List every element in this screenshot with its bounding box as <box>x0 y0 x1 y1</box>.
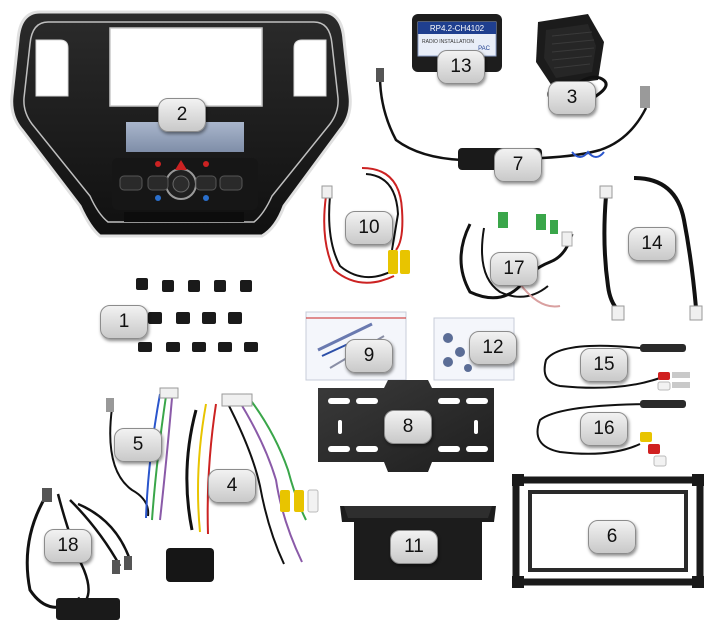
callout-2: 2 <box>158 98 206 132</box>
callout-4: 4 <box>208 469 256 503</box>
dash-bezel <box>10 10 352 238</box>
extension-harness <box>599 176 703 321</box>
callout-8: 8 <box>384 410 432 444</box>
callout-10: 10 <box>345 211 393 245</box>
callout-15: 15 <box>580 348 628 382</box>
steering-harness <box>106 387 179 521</box>
hardware-bag <box>433 317 515 381</box>
radio-harness <box>166 393 319 582</box>
callout-13: 13 <box>437 50 485 84</box>
mounting-clips <box>136 278 258 352</box>
radio-bracket <box>512 474 704 588</box>
rca-cable <box>536 400 686 467</box>
antenna-harness <box>459 212 574 308</box>
aux-cable <box>543 344 690 391</box>
callout-1: 1 <box>100 305 148 339</box>
callout-7: 7 <box>494 148 542 182</box>
callout-6: 6 <box>588 520 636 554</box>
callout-12: 12 <box>469 331 517 365</box>
module-brand: PAC <box>478 46 491 52</box>
callout-9: 9 <box>345 339 393 373</box>
usb-hub-harness <box>25 488 132 620</box>
module-subtitle: RADIO INSTALLATION <box>422 39 474 45</box>
callout-5: 5 <box>114 428 162 462</box>
callout-16: 16 <box>580 412 628 446</box>
callout-18: 18 <box>44 529 92 563</box>
callout-17: 17 <box>490 252 538 286</box>
callout-11: 11 <box>390 530 438 564</box>
callout-3: 3 <box>548 81 596 115</box>
module-part-number: RP4.2-CH4102 <box>430 24 485 33</box>
mounting-plate <box>318 380 494 472</box>
callout-14: 14 <box>628 227 676 261</box>
camera-harness <box>321 167 410 284</box>
